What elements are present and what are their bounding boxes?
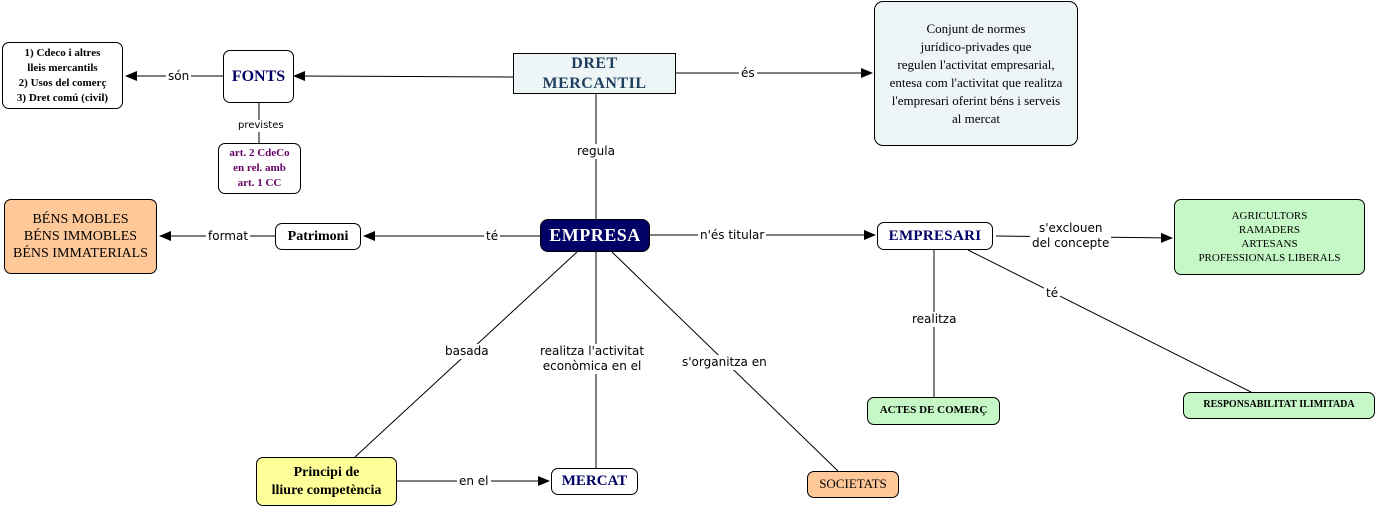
node-empresa[interactable]: EMPRESA bbox=[540, 219, 650, 252]
label-es: és bbox=[739, 66, 757, 81]
node-definicio[interactable]: Conjunt de normes jurídico-privades que … bbox=[874, 1, 1078, 146]
link-dret-fonts bbox=[293, 71, 514, 82]
node-societats[interactable]: SOCIETATS bbox=[807, 471, 899, 498]
node-dret-mercantil[interactable]: DRET MERCANTIL bbox=[513, 53, 676, 94]
node-empresari[interactable]: EMPRESARI bbox=[877, 222, 993, 250]
label-realitza-activitat: realitza l'activitat econòmica en el bbox=[538, 344, 647, 374]
node-principi[interactable]: Principi de lliure competència bbox=[256, 457, 397, 506]
label-sorganitza: s'organitza en bbox=[680, 355, 769, 370]
node-mercat[interactable]: MERCAT bbox=[551, 468, 638, 495]
label-sexclouen: s'exclouen del concepte bbox=[1030, 221, 1112, 251]
label-previstes: previstes bbox=[236, 120, 286, 132]
node-actes[interactable]: ACTES DE COMERÇ bbox=[867, 397, 1000, 425]
node-bens[interactable]: BÉNS MOBLES BÉNS IMMOBLES BÉNS IMMATERIA… bbox=[4, 199, 157, 274]
label-te-patrimoni: té bbox=[484, 229, 501, 244]
node-responsabilitat[interactable]: RESPONSABILITAT ILIMITADA bbox=[1183, 392, 1375, 419]
node-llista-fonts[interactable]: 1) Cdeco i altres lleis mercantils 2) Us… bbox=[2, 42, 123, 109]
label-te-resp: té bbox=[1044, 286, 1061, 301]
label-format: format bbox=[206, 229, 251, 244]
label-regula: regula bbox=[575, 144, 617, 159]
node-exclosos[interactable]: AGRICULTORS RAMADERS ARTESANS PROFESSION… bbox=[1174, 199, 1365, 275]
node-articles[interactable]: art. 2 CdeCo en rel. amb art. 1 CC bbox=[218, 143, 301, 194]
label-realitza: realitza bbox=[910, 312, 959, 327]
node-fonts[interactable]: FONTS bbox=[223, 50, 294, 103]
label-en-el: en el bbox=[457, 474, 491, 489]
label-son: són bbox=[166, 69, 192, 84]
label-nes-titular: n'és titular bbox=[698, 228, 767, 243]
link-empresari-responsabilitat bbox=[967, 249, 1252, 393]
node-patrimoni[interactable]: Patrimoni bbox=[275, 223, 361, 250]
label-basada: basada bbox=[443, 344, 491, 359]
